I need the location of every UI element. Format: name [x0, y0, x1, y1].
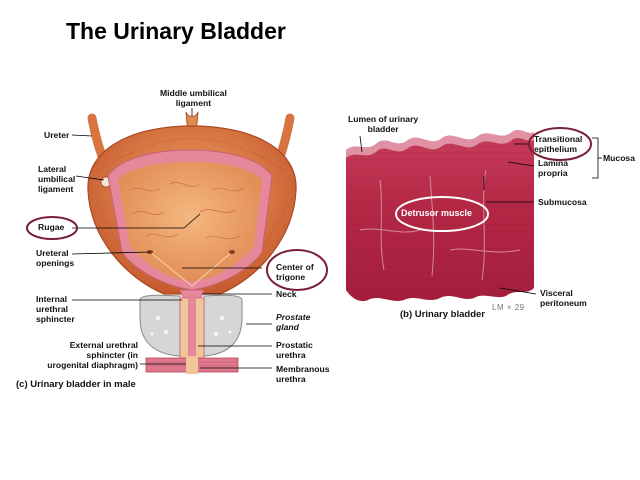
label-lumen-of-urinary-bladder: Lumen of urinary bladder [348, 114, 419, 134]
label-center-of-trigone: Center of trigone [276, 262, 314, 282]
label-neck: Neck [276, 289, 297, 299]
label-membranous-urethra: Membranous urethra [276, 364, 330, 384]
label-visceral-peritoneum: Visceral peritoneum [540, 288, 587, 308]
magnification-label: LM × 29 [492, 303, 525, 312]
detrusor-muscle-highlight-ring [395, 196, 489, 232]
bladder-gross-anatomy [87, 111, 297, 374]
label-transitional-epithelium: Transitional epithelium [534, 134, 583, 154]
label-external-urethral-sphincter: External urethral sphincter (in urogenit… [47, 340, 138, 370]
label-lamina-propria: Lamina propria [538, 158, 569, 178]
center-of-trigone-highlight-ring [266, 249, 328, 291]
transitional-epithelium-highlight-ring [528, 127, 592, 161]
rugae-folds [129, 182, 245, 240]
left-leader-lines [71, 108, 272, 369]
right-ureteral-opening [229, 250, 235, 254]
label-submucosa: Submucosa [538, 197, 587, 207]
trigone [149, 251, 233, 287]
label-mucosa: Mucosa [603, 153, 635, 163]
right-figure-caption: (b) Urinary bladder [400, 309, 485, 320]
label-rugae: Rugae [38, 222, 65, 232]
left-figure-caption: (c) Urinary bladder in male [16, 379, 136, 390]
bladder-histology [346, 130, 534, 302]
label-ureter: Ureter [44, 130, 70, 140]
label-detrusor-muscle: Detrusor muscle [401, 208, 473, 218]
slide-title: The Urinary Bladder [66, 18, 286, 44]
bladder-lumen [118, 162, 262, 282]
label-lateral-umbilical-ligament: Lateral umbilical ligament [38, 164, 76, 194]
label-middle-umbilical-ligament: Middle umbilical ligament [160, 88, 227, 108]
label-ureteral-openings: Ureteral openings [36, 248, 75, 268]
label-prostatic-urethra: Prostatic urethra [276, 340, 313, 360]
membranous-urethra [186, 356, 198, 374]
label-prostate-gland: Prostate gland [276, 312, 311, 332]
label-internal-urethral-sphincter: Internal urethral sphincter [36, 294, 75, 324]
rugae-highlight-ring [26, 216, 78, 240]
right-leader-lines [359, 135, 602, 295]
